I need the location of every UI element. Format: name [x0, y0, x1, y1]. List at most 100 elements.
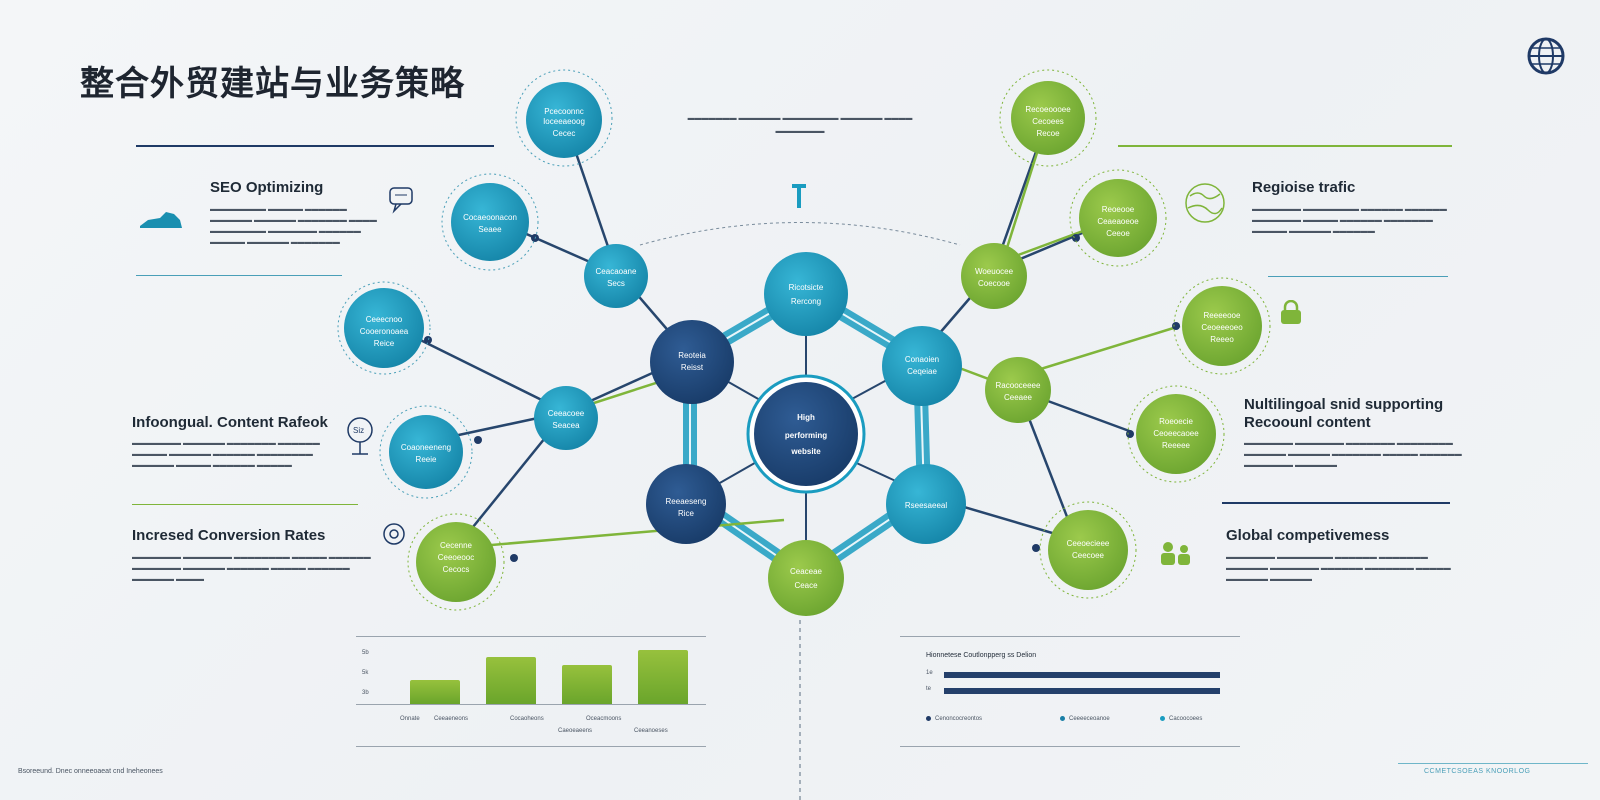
content-text: ▬▬▬▬▬▬▬ ▬▬▬▬▬▬ ▬▬▬▬▬▬▬ ▬▬▬▬▬▬ ▬▬▬▬▬ ▬▬▬▬…: [132, 440, 320, 469]
svg-text:Ceacaoane: Ceacaoane: [596, 267, 637, 276]
chart-tick-label: 5k: [362, 670, 369, 676]
intro-paragraph: ▬▬▬▬▬▬▬ ▬▬▬▬▬▬ ▬▬▬▬▬▬▬▬ ▬▬▬▬▬▬ ▬▬▬▬ ▬▬▬▬…: [687, 115, 913, 135]
chart-bar: [638, 650, 688, 704]
node-hex-topright: Conaoien Ceqeiae: [882, 326, 962, 406]
progress-track: [944, 688, 1220, 694]
svg-text:Ceeoe: Ceeoe: [1106, 229, 1130, 238]
progress-label: 1e: [926, 670, 933, 676]
progress-title: Hionnetese Coutlonpperg ss Delion: [926, 652, 1037, 659]
svg-text:Ceoeeeoeo: Ceoeeeoeo: [1201, 323, 1243, 332]
svg-text:Racooceeee: Racooceeee: [996, 381, 1041, 390]
chart-tick-label: 3b: [362, 690, 369, 696]
conversion-title: Incresed Conversion Rates: [132, 527, 326, 544]
node-hex-topleft: Reoteia Reisst: [650, 320, 734, 404]
svg-text:Recoe: Recoe: [1036, 129, 1060, 138]
svg-text:Cecenne: Cecenne: [440, 541, 473, 550]
node-left-5: Ceeacoee Seacea: [534, 386, 598, 450]
progress-label: te: [926, 686, 932, 692]
svg-text:Conaoien: Conaoien: [905, 355, 939, 364]
svg-text:Reeaeseng: Reeaeseng: [666, 497, 707, 506]
divider-rule: [1398, 763, 1588, 764]
svg-text:Coaoneeneng: Coaoneeneng: [401, 443, 451, 452]
node-hex-bottomright: Rseesaeeal: [886, 464, 966, 544]
node-right-2: Reoeooe Ceaeaoeoe Ceeoe: [1079, 179, 1157, 257]
chart-category-label: Onnate: [400, 716, 420, 722]
svg-text:Reoeooe: Reoeooe: [1102, 205, 1135, 214]
content-title: Infoongual. Content Rafeok: [132, 414, 328, 431]
chart-subcategory-label: Caeoeaeens: [558, 728, 593, 734]
node-right-4: Reeeeooe Ceoeeeoeo Reeeo: [1182, 286, 1262, 366]
svg-text:Ceace: Ceace: [794, 581, 818, 590]
legend-item-1: Cenoncocreontos: [926, 716, 982, 722]
target-icon: [383, 523, 405, 545]
node-hex-bottom: Ceaceae Ceace: [768, 540, 844, 616]
traffic-text: ▬▬▬▬▬▬▬ ▬▬▬▬▬▬▬▬ ▬▬▬▬▬▬ ▬▬▬▬▬▬ ▬▬▬▬▬▬▬ ▬…: [1252, 206, 1447, 235]
svg-text:Rice: Rice: [678, 509, 695, 518]
shoe-icon: [140, 212, 182, 228]
footer-left-text: Bsoreeund. Dnec onneeoaeat cnd Ineheonee…: [18, 768, 163, 775]
node-left-top: Pcecoonnc Ioceeaeoog Cecec: [526, 82, 602, 158]
svg-text:Pcecoonnc: Pcecoonnc: [544, 107, 584, 116]
svg-text:Ceeoecieee: Ceeoecieee: [1067, 539, 1110, 548]
chart-bar: [410, 680, 460, 704]
conversion-text: ▬▬▬▬▬▬▬ ▬▬▬▬▬▬▬ ▬▬▬▬▬▬▬▬ ▬▬▬▬▬ ▬▬▬▬▬▬ ▬▬…: [132, 554, 371, 583]
people-icon: [1161, 542, 1190, 565]
svg-text:Recoeoooee: Recoeoooee: [1025, 105, 1071, 114]
svg-text:Cooeronoaea: Cooeronoaea: [360, 327, 409, 336]
svg-text:Ceaeaoeoe: Ceaeaoeoe: [1097, 217, 1139, 226]
svg-text:Cecec: Cecec: [553, 129, 576, 138]
svg-text:Reeeo: Reeeo: [1210, 335, 1234, 344]
svg-text:Cocaeoonacon: Cocaeoonacon: [463, 213, 517, 222]
divider-rule: [1118, 145, 1452, 147]
svg-text:Secs: Secs: [607, 279, 625, 288]
chart-bar: [562, 665, 612, 704]
multilingual-title-line2: Recoounl content: [1244, 414, 1371, 431]
svg-text:Roeoecie: Roeoecie: [1159, 417, 1193, 426]
page-title: 整合外贸建站与业务策略: [80, 64, 465, 104]
divider-rule: [1268, 276, 1448, 277]
svg-text:Ceaceae: Ceaceae: [790, 567, 823, 576]
svg-text:Ceqeiae: Ceqeiae: [907, 367, 937, 376]
legend-item-3: Cacoocoees: [1160, 716, 1202, 722]
node-left-6: Coaoneeneng Reeie: [389, 415, 463, 489]
node-hex-bottomleft: Reeaeseng Rice: [646, 464, 726, 544]
node-hex-top: Ricotsicte Rercong: [764, 252, 848, 336]
progress-chart: Hionnetese Coutlonpperg ss Delion 1e te …: [900, 636, 1242, 748]
legend-dot: [1160, 716, 1165, 721]
node-right-top: Recoeoooee Cecoees Recoe: [1011, 81, 1085, 155]
progress-fill: [944, 688, 1220, 694]
progress-track: [944, 672, 1220, 678]
chart-subcategory-label: Ceeanoeses: [634, 728, 668, 734]
svg-text:Reoteia: Reoteia: [678, 351, 706, 360]
svg-text:Cecocs: Cecocs: [443, 565, 470, 574]
chart-category-label: Cocaoheons: [510, 716, 544, 722]
chat-icon: [389, 187, 413, 214]
chart-category-label: Ceeaeneons: [434, 716, 469, 722]
svg-text:Seaee: Seaee: [478, 225, 502, 234]
node-orbits-teal: [337, 69, 613, 499]
svg-text:Reeeee: Reeeee: [1162, 441, 1191, 450]
global-title: Global competivemess: [1226, 527, 1390, 544]
svg-text:Reeeeooe: Reeeeooe: [1204, 311, 1241, 320]
divider-rule: [132, 504, 358, 505]
chart-bar: [486, 657, 536, 704]
svg-text:Woeuocee: Woeuocee: [975, 267, 1014, 276]
globe-map-icon: [1185, 183, 1225, 223]
multilingual-title-line1: Nultilingoal snid supporting: [1244, 396, 1444, 413]
chart-gridline: [356, 636, 706, 637]
node-right-3: Woeuocee Coecooe: [961, 243, 1027, 309]
divider-rule: [136, 275, 342, 276]
svg-text:Ricotsicte: Ricotsicte: [789, 283, 824, 292]
svg-text:Reisst: Reisst: [681, 363, 704, 372]
svg-text:Reeie: Reeie: [416, 455, 437, 464]
node-left-3: Ceacaoane Secs: [584, 244, 648, 308]
svg-text:Rseesaeeal: Rseesaeeal: [905, 501, 947, 510]
chart-gridline: [900, 746, 1240, 747]
node-left-2: Cocaeoonacon Seaee: [451, 183, 529, 261]
svg-text:Siz: Siz: [353, 426, 364, 435]
node-right-7: Ceeoecieee Ceecoee: [1048, 510, 1128, 590]
svg-text:Ceoeecaoee: Ceoeecaoee: [1153, 429, 1199, 438]
node-left-green: Cecenne Ceeoeooc Cecocs: [416, 522, 496, 602]
progress-fill: [944, 672, 1220, 678]
